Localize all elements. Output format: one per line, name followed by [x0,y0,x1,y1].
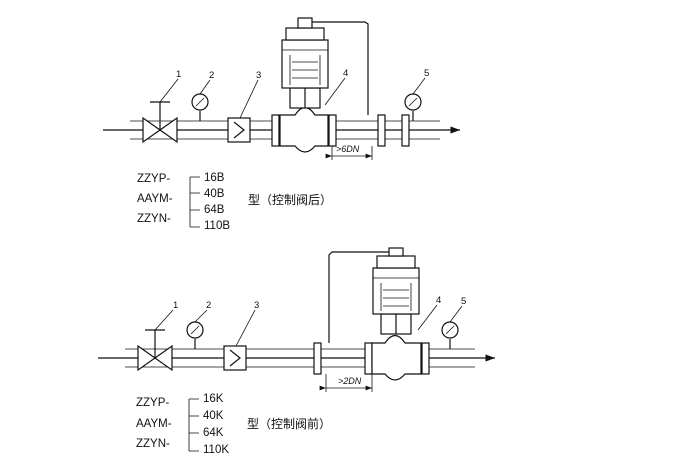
top-pressure-gauge-a [191,93,209,121]
top-callout-3: 3 [256,70,261,81]
top-callout-5: 5 [424,68,429,79]
bottom-pressure-gauge-b [441,321,459,349]
top-model-zzyn: ZZYN- [137,213,171,225]
top-callout-4: 4 [343,68,348,79]
bottom-diagram: 1 2 3 4 5 >2DN ZZYP- AAYM- ZZYN- 16K 40K… [98,247,495,456]
bottom-shutoff-valve [137,329,173,372]
top-callout-1: 1 [176,69,181,80]
top-rating-2: 40B [204,188,225,200]
top-model-zzyp: ZZYP- [137,173,170,185]
top-dimension [325,146,373,160]
bottom-model-legend: ZZYP- AAYM- ZZYN- 16K 40K 64K 110K 型（控制阀… [136,393,331,456]
bottom-callout-4: 4 [436,295,441,306]
bottom-pressure-gauge-a [186,321,204,349]
top-shutoff-valve [142,101,178,144]
top-callout-2: 2 [209,70,214,81]
bottom-callout-5: 5 [461,296,466,307]
bottom-strainer [223,345,247,371]
bottom-leaders [154,304,463,347]
bottom-rating-3: 64K [203,427,224,439]
bottom-model-zzyn: ZZYN- [136,438,170,450]
top-rating-3: 64B [204,204,225,216]
top-model-legend: ZZYP- AAYM- ZZYN- 16B 40B 64B 110B 型（控制阀… [137,172,332,232]
top-leaders [159,77,426,119]
top-control-valve [279,17,369,153]
bottom-dimension-label: >2DN [338,376,362,386]
bottom-rating-4: 110K [203,444,229,456]
top-diagram: 1 2 3 4 5 >6DN ZZYP- AAYM- ZZYN- 16B 40B… [103,17,460,232]
bottom-model-aaym: AAYM- [136,418,172,430]
top-rating-1: 16B [204,172,225,184]
top-dimension-label: >6DN [336,144,360,154]
bottom-callout-2: 2 [206,300,211,311]
top-model-aaym: AAYM- [137,193,173,205]
bottom-type-label: 型（控制阀前） [247,416,331,431]
top-strainer [227,117,251,143]
bottom-rating-1: 16K [203,393,224,405]
bottom-rating-2: 40K [203,410,224,422]
bottom-model-zzyp: ZZYP- [136,397,169,409]
bottom-dimension [319,374,373,392]
bottom-callout-1: 1 [173,300,178,311]
top-type-label: 型（控制阀后） [248,193,332,207]
bottom-callout-3: 3 [254,300,259,311]
top-rating-4: 110B [204,220,230,232]
bottom-control-valve [328,247,422,381]
